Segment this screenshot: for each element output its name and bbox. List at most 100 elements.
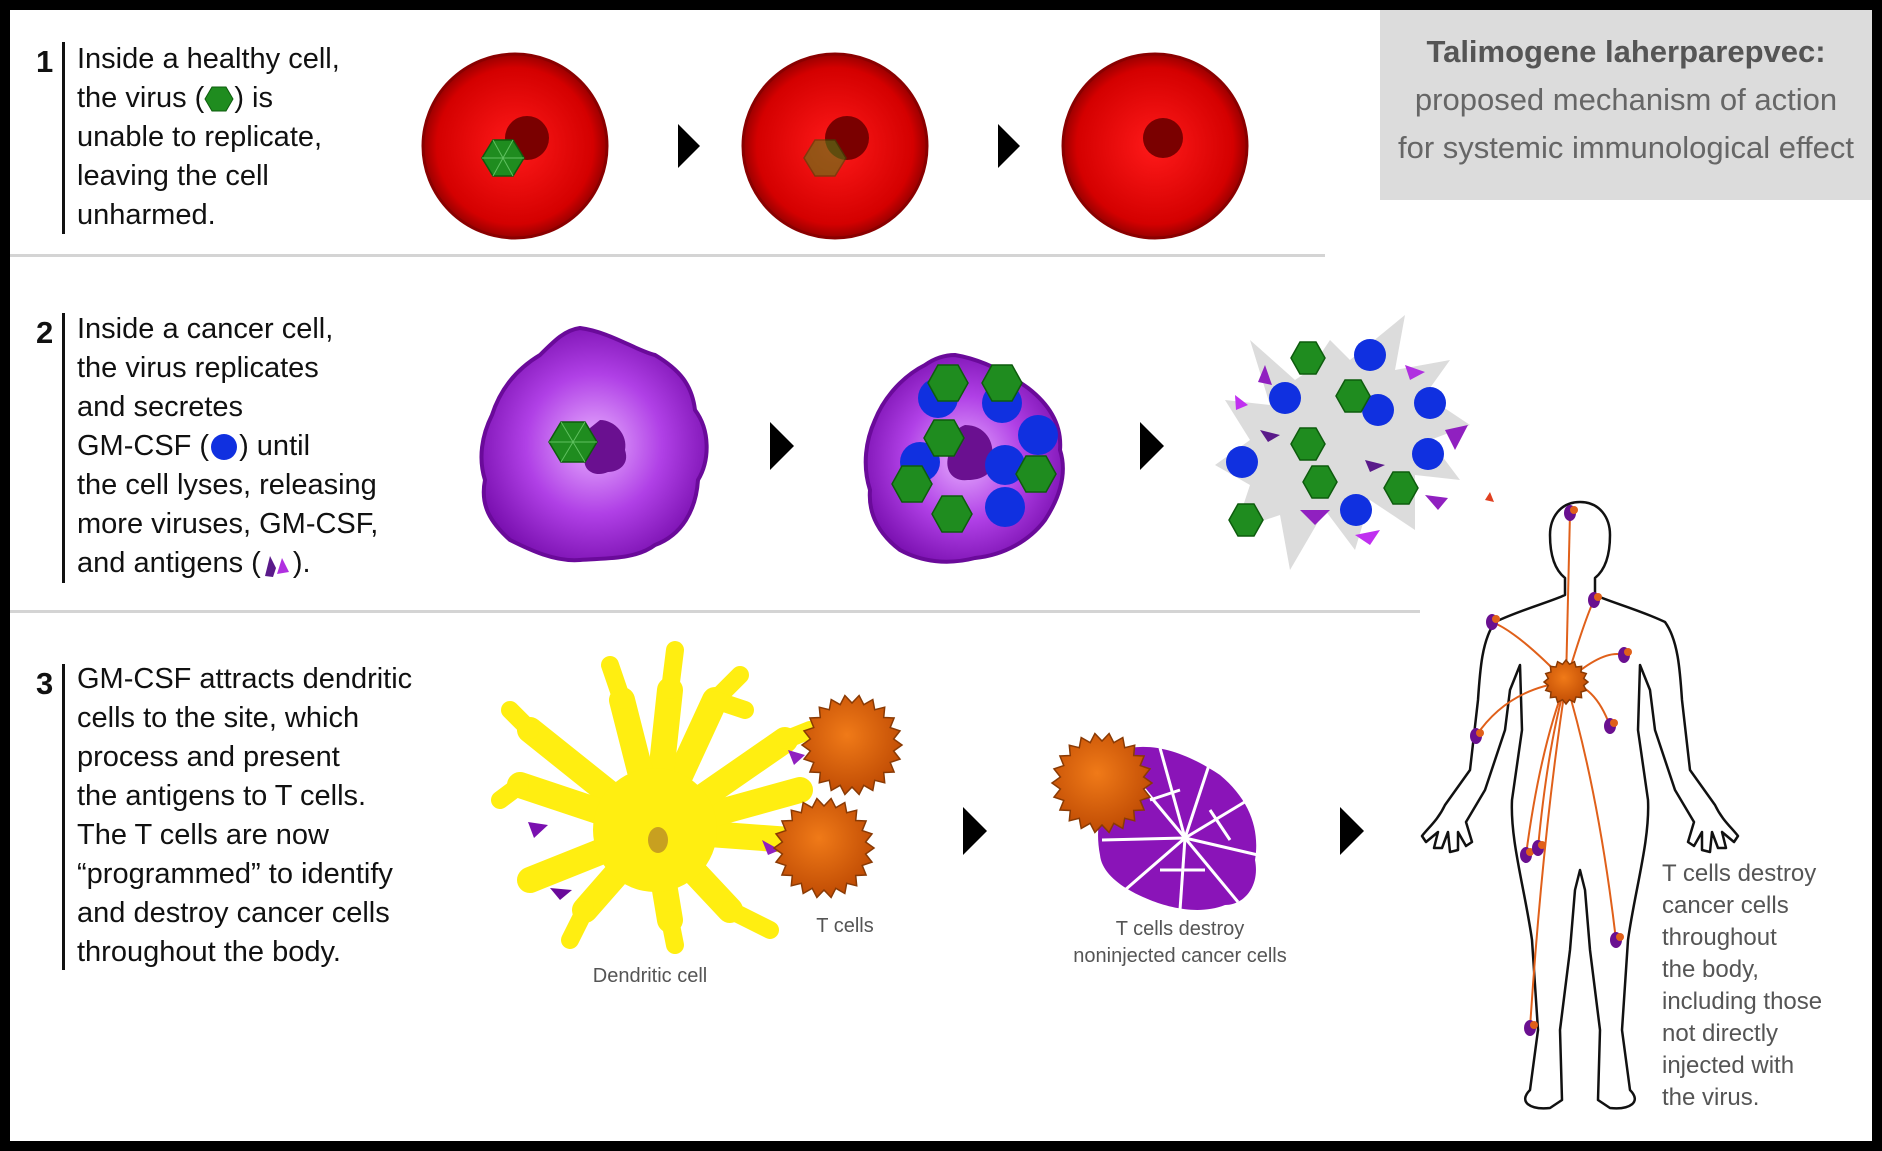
t-cell-marker <box>1538 841 1546 849</box>
step-text-line: throughout the body. <box>77 936 341 968</box>
step-text-line: the antigens to T cells. <box>77 780 367 812</box>
virus-icon <box>923 419 965 457</box>
cancer-cell <box>479 325 709 563</box>
step-text-line: leaving the cell <box>77 160 269 192</box>
arrow-icon <box>770 422 794 470</box>
body-caption: T cells destroy cancer cells throughout … <box>1662 858 1822 1114</box>
divider-2 <box>10 610 1420 613</box>
gmcsf-icon <box>1340 494 1372 526</box>
gmcsf-icon <box>1018 415 1058 455</box>
cancer-cell-infected <box>863 352 1065 564</box>
arrow-icon <box>678 124 700 168</box>
human-figure <box>1420 500 1740 1110</box>
healthy-cell <box>1061 52 1249 240</box>
dendritic-nucleus <box>648 827 668 853</box>
step-bar <box>62 664 65 970</box>
step-bar <box>62 313 65 583</box>
t-cell <box>800 694 904 796</box>
virus-icon <box>1383 471 1419 505</box>
body-caption-line: throughout <box>1662 924 1777 951</box>
virus-icon <box>931 495 973 533</box>
gmcsf-icon <box>211 434 238 461</box>
title-heading: Talimogene laherparepvec: <box>1426 34 1826 69</box>
title-line-3: for systemic immunological effect <box>1398 130 1854 165</box>
virus-icon <box>927 364 969 402</box>
arrow-icon <box>1340 807 1364 855</box>
gmcsf-icon <box>1412 438 1444 470</box>
step-text-line: process and present <box>77 741 340 773</box>
gmcsf-icon <box>1269 382 1301 414</box>
gmcsf-icon <box>985 445 1025 485</box>
t-cell-marker <box>1492 615 1500 623</box>
gmcsf-icon <box>1226 446 1258 478</box>
body-tumor-network <box>1470 505 1632 1036</box>
step-text-line: ) is <box>234 82 273 114</box>
lysed-cell-burst <box>1215 315 1494 570</box>
body-caption-line: not directly <box>1662 1020 1779 1047</box>
body-caption-line: the body, <box>1662 956 1759 983</box>
step-number: 1 <box>36 44 54 79</box>
arrow-icon <box>1140 422 1164 470</box>
virus-icon <box>1290 427 1326 461</box>
t-cell-path <box>1565 681 1617 941</box>
step-text-line: and destroy cancer cells <box>77 897 390 929</box>
step-text-line: Inside a cancer cell, <box>77 313 334 345</box>
step-text-line: Inside a healthy cell, <box>77 43 340 75</box>
body-caption-line: T cells destroy <box>1662 860 1817 887</box>
t-cell-marker <box>1570 506 1578 514</box>
step-number: 3 <box>36 666 54 701</box>
t-cell <box>772 797 876 899</box>
virus-icon <box>1015 455 1057 493</box>
dendritic-cell-label: Dendritic cell <box>592 965 708 987</box>
step-text-line: more viruses, GM-CSF, <box>77 508 379 540</box>
virus-icon <box>803 139 847 177</box>
destroy-label-line-1: T cells destroy <box>1115 918 1245 940</box>
illustration <box>421 52 1740 1110</box>
t-cell <box>1050 732 1154 834</box>
step-text-line: and antigens ( <box>77 547 261 579</box>
gmcsf-icon <box>1414 387 1446 419</box>
t-cell-marker <box>1610 719 1618 727</box>
step-text-line: The T cells are now <box>77 819 329 851</box>
step-text-line: ) until <box>239 430 311 462</box>
antigen-icon <box>788 750 805 765</box>
step-1-text: Inside a healthy cell, the virus ( ) is u… <box>77 40 340 235</box>
injected-tumor <box>1542 658 1590 706</box>
antigen-icon <box>528 822 548 838</box>
antigen-icon <box>550 888 572 900</box>
arrow-icon <box>963 807 987 855</box>
step-text-line: the cell lyses, releasing <box>77 469 377 501</box>
virus-icon <box>548 421 598 463</box>
step-text-line: ). <box>292 547 311 579</box>
body-caption-line: including those <box>1662 988 1823 1015</box>
healthy-cell <box>741 52 929 240</box>
step-bar <box>62 42 65 234</box>
virus-icon <box>1290 341 1326 375</box>
virus-icon <box>1335 379 1371 413</box>
title-line-2: proposed mechanism of action <box>1414 82 1838 117</box>
virus-icon <box>1228 503 1264 537</box>
virus-icon <box>204 86 234 112</box>
t-cell-marker <box>1526 848 1534 856</box>
t-cell-path <box>1565 512 1571 683</box>
step-text-line: the virus replicates <box>77 352 319 384</box>
virus-icon <box>891 465 933 503</box>
t-cell-marker <box>1476 729 1484 737</box>
t-cell-marker <box>1624 648 1632 656</box>
t-cell-path <box>1529 681 1567 1029</box>
antigen-icon <box>762 840 780 855</box>
destroy-label-line-2: noninjected cancer cells <box>1073 945 1287 967</box>
body-caption-line: the virus. <box>1662 1084 1760 1111</box>
divider-1 <box>10 254 1325 257</box>
title-box <box>1380 10 1872 200</box>
t-cell-marker <box>1616 933 1624 941</box>
step-3-text: GM-CSF attracts dendritic cells to the s… <box>77 660 412 972</box>
gmcsf-icon <box>1362 394 1394 426</box>
healthy-cell <box>421 52 609 240</box>
gmcsf-icon <box>1354 339 1386 371</box>
virus-icon <box>981 364 1023 402</box>
step-text-line: unharmed. <box>77 199 216 231</box>
t-cells-label: T cells <box>816 915 874 937</box>
step-text-line: the virus ( <box>77 82 205 114</box>
gmcsf-icon <box>985 487 1025 527</box>
